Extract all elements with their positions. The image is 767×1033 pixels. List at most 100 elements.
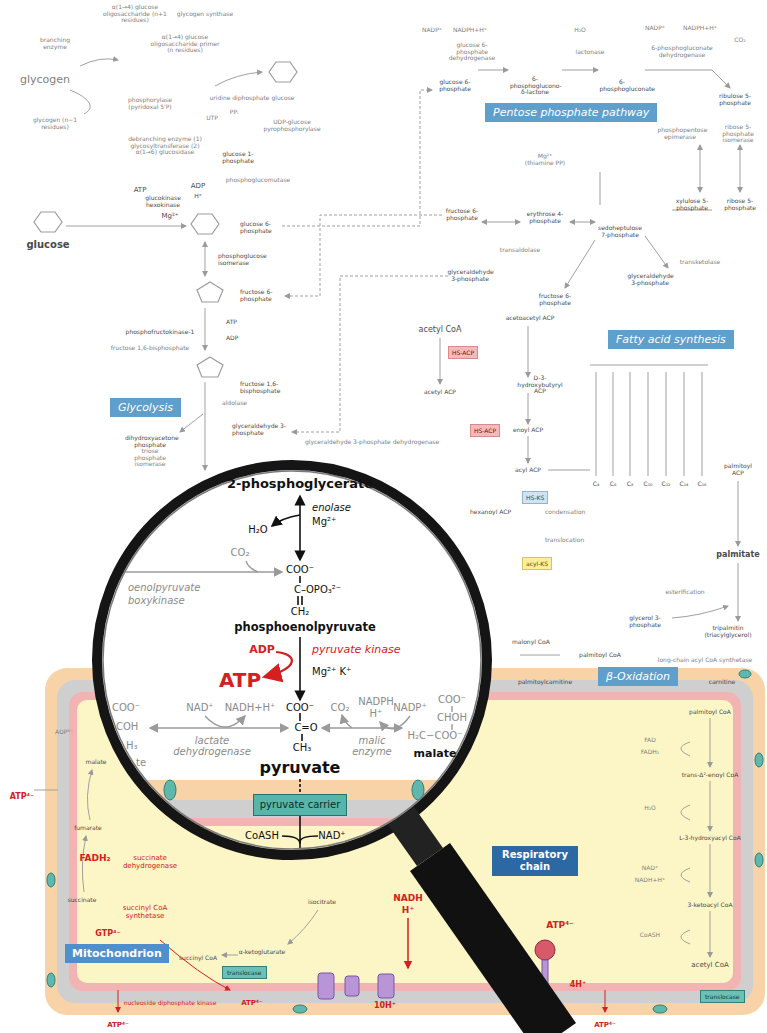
box-text: Glycolysis [118, 401, 173, 414]
pathway-label: lactonase [576, 49, 605, 56]
pathway-label: NADH+H⁺ [635, 877, 665, 884]
pathway-label: ATP [134, 186, 147, 194]
pathway-label: fructose 6-phosphate [442, 208, 482, 222]
pathway-label: ribose 5-phosphate isomerase [716, 124, 761, 145]
pathway-label: malate [86, 759, 107, 766]
magnified-label: malate [414, 748, 457, 761]
magnified-label: H₃ [126, 740, 138, 752]
pathway-label: 4H⁺ [570, 980, 586, 989]
pathway-label-box: Pentose phosphate pathway [485, 103, 657, 122]
glycogen-glycolysis-drawing [34, 59, 448, 470]
box-text: acyl-KS [526, 560, 548, 567]
magnified-label: NADPH [358, 696, 394, 708]
magnified-label: enolase [312, 502, 351, 514]
pathway-label: ADP [191, 182, 205, 190]
carrier-protein-box: HS-ACP [470, 424, 500, 437]
pathway-label: Mg²⁺ [162, 212, 179, 220]
pathway-label: glycogen (n−1 residues) [30, 117, 80, 131]
pathway-label: glucose 6-phosphate [240, 221, 280, 235]
pathway-label: phosphorylase (pyridoxal 5'P) [120, 97, 180, 111]
pathway-label: glucose 6-phosphate dehydrogenase [442, 42, 502, 63]
pathway-label: translocation [545, 537, 584, 544]
pathway-label: 10H⁺ [374, 1001, 396, 1010]
magnified-label: H₂O [248, 524, 267, 536]
magnified-label: boxykinase [128, 595, 185, 607]
box-text: Respiratory chain [502, 849, 568, 872]
pathway-label: palmitoyl ACP [718, 463, 758, 477]
box-text: HS-ACP [474, 427, 496, 434]
pathway-label: L-3-hydroxyacyl CoA [679, 835, 741, 842]
pathway-label: GTP⁴⁻ [95, 929, 120, 938]
pathway-label: glycogen synthase [177, 11, 233, 18]
magnified-label: ADP [249, 644, 275, 657]
pathway-label: phosphoglucomutase [226, 177, 290, 184]
magnified-label: NAD⁺ [318, 830, 345, 842]
pathway-label: xylulose 5-phosphate [672, 198, 712, 212]
pathway-label: UDP-glucose pyrophosphorylase [257, 119, 327, 133]
box-text: β-Oxidation [606, 670, 670, 683]
pathway-label: NADH [393, 893, 423, 903]
magnified-label: pyruvate kinase [312, 644, 400, 657]
transporter-box: translocase [700, 990, 745, 1003]
pathway-label: ribose 5-phosphate [720, 198, 760, 212]
pathway-label: carnitine [709, 679, 735, 686]
pathway-label: succinyl CoA synthetase [117, 904, 173, 920]
fatty-acid-drawing [440, 326, 738, 655]
pathway-label: UTP [206, 115, 218, 122]
pathway-label: trans-Δ²-enoyl CoA [682, 772, 739, 779]
magnified-label: lactate dehydrogenase [170, 735, 254, 758]
lens-view [80, 460, 510, 866]
pathway-label: 6-phosphoglucono-δ-lactone [510, 76, 560, 97]
pathway-label: C₄ [593, 481, 600, 488]
pathway-label: palmitoyl CoA [689, 709, 731, 716]
pathway-label: triose phosphate isomerase [128, 448, 173, 469]
pathway-label: NADPH+H⁺ [453, 27, 487, 34]
pathway-label: 6-phosphogluconate [600, 79, 645, 93]
pathway-label: acetyl ACP [424, 389, 456, 396]
pathway-label: tripalmitin (triacylglycerol) [695, 625, 761, 639]
magnified-label: CH₃ [293, 742, 312, 754]
pathway-label: glucose [26, 239, 69, 251]
pathway-label: NADPH+H⁺ [683, 25, 717, 32]
pathway-label: glyceraldehyde 3-phosphate [628, 273, 673, 287]
pathway-label: debranching enzyme (1) glycosyltransfera… [123, 136, 208, 157]
pathway-label: H₂O [574, 27, 586, 34]
box-text: Mitochondrion [72, 947, 162, 960]
pathway-label: 3-ketoacyl CoA [687, 902, 732, 909]
pathway-label: palmitate [716, 550, 759, 559]
magnified-label: CHOH [437, 712, 467, 724]
pathway-label: C₆ [610, 481, 617, 488]
pathway-label: fructose 6-phosphate [240, 289, 280, 303]
pathway-label: long-chain acyl CoA synthetase [658, 657, 752, 664]
pathway-label: acetyl CoA [419, 325, 462, 334]
magnified-label: H₂C−COO⁻ [408, 730, 463, 742]
pathway-label-box: Glycolysis [110, 398, 181, 417]
pathway-label: nucleoside diphosphate kinase [124, 1000, 217, 1007]
magnified-label: NADP⁺ [393, 702, 426, 714]
pathway-label: C₁₆ [698, 481, 707, 488]
transporter-box: pyruvate carrier [253, 794, 348, 816]
pathway-label: esterification [665, 589, 704, 596]
pathway-label: C₁₀ [644, 481, 653, 488]
pathway-label: malonyl CoA [512, 639, 550, 646]
carrier-protein-box: HS-ACP [448, 346, 478, 359]
pathway-label: glucose 6-phosphate [435, 79, 475, 93]
magnified-label: COO⁻ [286, 564, 314, 576]
magnified-label: COO⁻ [112, 702, 140, 714]
pathway-label-box: Fatty acid synthesis [608, 330, 734, 349]
magnified-label: NADH+H⁺ [225, 702, 276, 714]
pathway-label: FAD [644, 737, 656, 744]
pathway-label: glyceraldehyde 3-phosphate [448, 269, 493, 283]
magnified-label: COO⁻ [286, 702, 314, 714]
pathway-label: 6-phosphogluconate dehydrogenase [650, 45, 715, 59]
box-text: pyruvate carrier [260, 799, 341, 810]
magnified-label: 2-phosphoglycerate [227, 477, 373, 492]
pathway-label: condensation [545, 509, 585, 516]
magnified-label: malic enzyme [349, 735, 395, 758]
pathway-label: glyceraldehyde 3-phosphate dehydrogenase [305, 439, 439, 446]
box-text: Pentose phosphate pathway [493, 106, 649, 119]
pathway-label: phosphoglucose isomerase [218, 253, 268, 267]
pathway-label: ATP⁴⁻ [10, 792, 35, 801]
pathway-label: C₁₂ [662, 481, 671, 488]
pathway-label: ribulose 5-phosphate [715, 93, 755, 107]
